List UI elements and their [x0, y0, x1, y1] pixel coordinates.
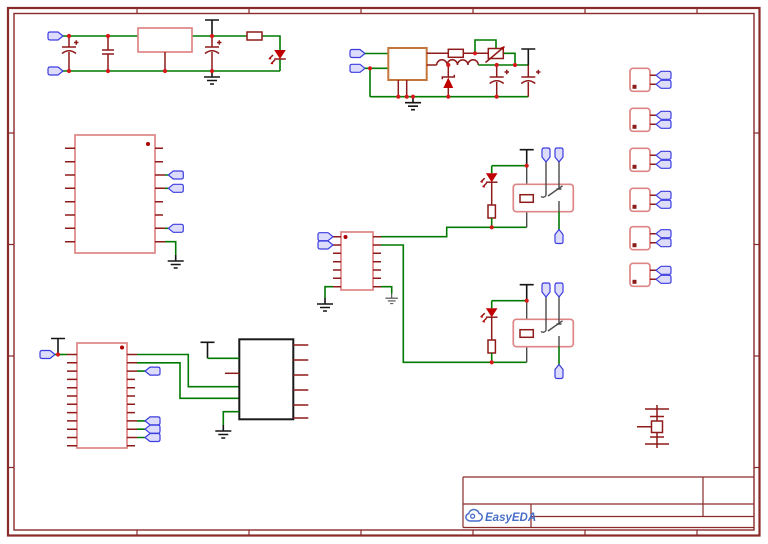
electrolytic-capacitor[interactable] [204, 36, 222, 71]
power-flag[interactable] [204, 19, 220, 37]
pin1-mark [120, 345, 124, 350]
frame-zone-ticks [8, 8, 760, 536]
led-indicator[interactable] [268, 49, 287, 66]
resistor[interactable] [246, 31, 263, 41]
wire-relay2[interactable] [381, 244, 527, 364]
easyeda-cloud-icon [465, 508, 483, 522]
ground-symbol[interactable] [316, 297, 334, 312]
relay-channel-1[interactable] [481, 148, 574, 244]
power-flag[interactable] [199, 341, 216, 360]
net-flag-input-pos[interactable] [47, 31, 64, 41]
electrolytic-capacitor[interactable] [61, 36, 79, 71]
title-block: EasyEDA [462, 476, 754, 529]
inductor[interactable] [435, 59, 480, 66]
net-flag[interactable] [167, 223, 184, 233]
easyeda-logo-text: EasyEDA [485, 512, 536, 524]
wire-mcu-module-2[interactable] [137, 362, 240, 400]
net-flag[interactable] [144, 416, 161, 426]
voltage-regulator-body[interactable] [137, 27, 193, 71]
net-flag[interactable] [167, 170, 184, 180]
wire-relay1[interactable] [381, 226, 527, 238]
circuit-linear-regulator[interactable] [47, 19, 287, 85]
connector-3[interactable] [630, 148, 671, 171]
ic-relay-driver[interactable] [316, 231, 399, 312]
net-flag[interactable] [39, 349, 56, 360]
electrolytic-capacitor[interactable] [489, 65, 509, 97]
connector-1[interactable] [630, 68, 671, 91]
net-flag[interactable] [144, 424, 161, 434]
buck-converter-ic[interactable] [387, 47, 428, 81]
ground-symbol[interactable] [214, 424, 233, 439]
net-flag-ctrl2[interactable] [317, 240, 334, 250]
net-flag-vin[interactable] [349, 48, 366, 59]
catch-diode[interactable] [441, 65, 456, 97]
net-flag-ctrl1[interactable] [317, 232, 334, 242]
connector-6[interactable] [630, 263, 671, 286]
ic-dip-left[interactable] [65, 134, 185, 269]
connector-4[interactable] [630, 188, 671, 211]
connector-5[interactable] [630, 227, 671, 250]
crystal-resonator[interactable] [637, 405, 669, 448]
net-flag[interactable] [144, 366, 161, 376]
net-flag[interactable] [144, 432, 161, 443]
ground-symbol[interactable] [384, 292, 399, 305]
sheet-frame [6, 6, 761, 537]
pin1-mark [343, 235, 348, 239]
junction-dots [367, 51, 518, 99]
easyeda-cloud-swirl [469, 513, 476, 519]
net-flag-input-neg[interactable] [47, 66, 64, 76]
connector-bank [630, 68, 671, 286]
module-black-box[interactable] [199, 338, 309, 439]
feedback-resistor[interactable] [447, 48, 465, 59]
pin1-mark [146, 142, 150, 146]
ceramic-capacitor[interactable] [102, 36, 114, 71]
net-flag-gnd-in[interactable] [349, 63, 366, 73]
power-flag[interactable] [50, 337, 66, 356]
ground-symbol[interactable] [166, 254, 185, 269]
junction-dots [66, 33, 215, 74]
circuit-buck-regulator[interactable] [349, 39, 541, 111]
ic-mcu[interactable] [39, 337, 161, 449]
relay-channel-2[interactable] [481, 283, 574, 379]
power-flag[interactable] [520, 48, 537, 66]
wire-mcu-module-1[interactable] [137, 353, 240, 388]
easyeda-logo: EasyEDA [465, 508, 536, 524]
trimmer-potentiometer[interactable] [485, 45, 505, 64]
electrolytic-capacitor[interactable] [520, 65, 541, 97]
connector-2[interactable] [630, 108, 671, 131]
net-flag[interactable] [167, 183, 184, 193]
